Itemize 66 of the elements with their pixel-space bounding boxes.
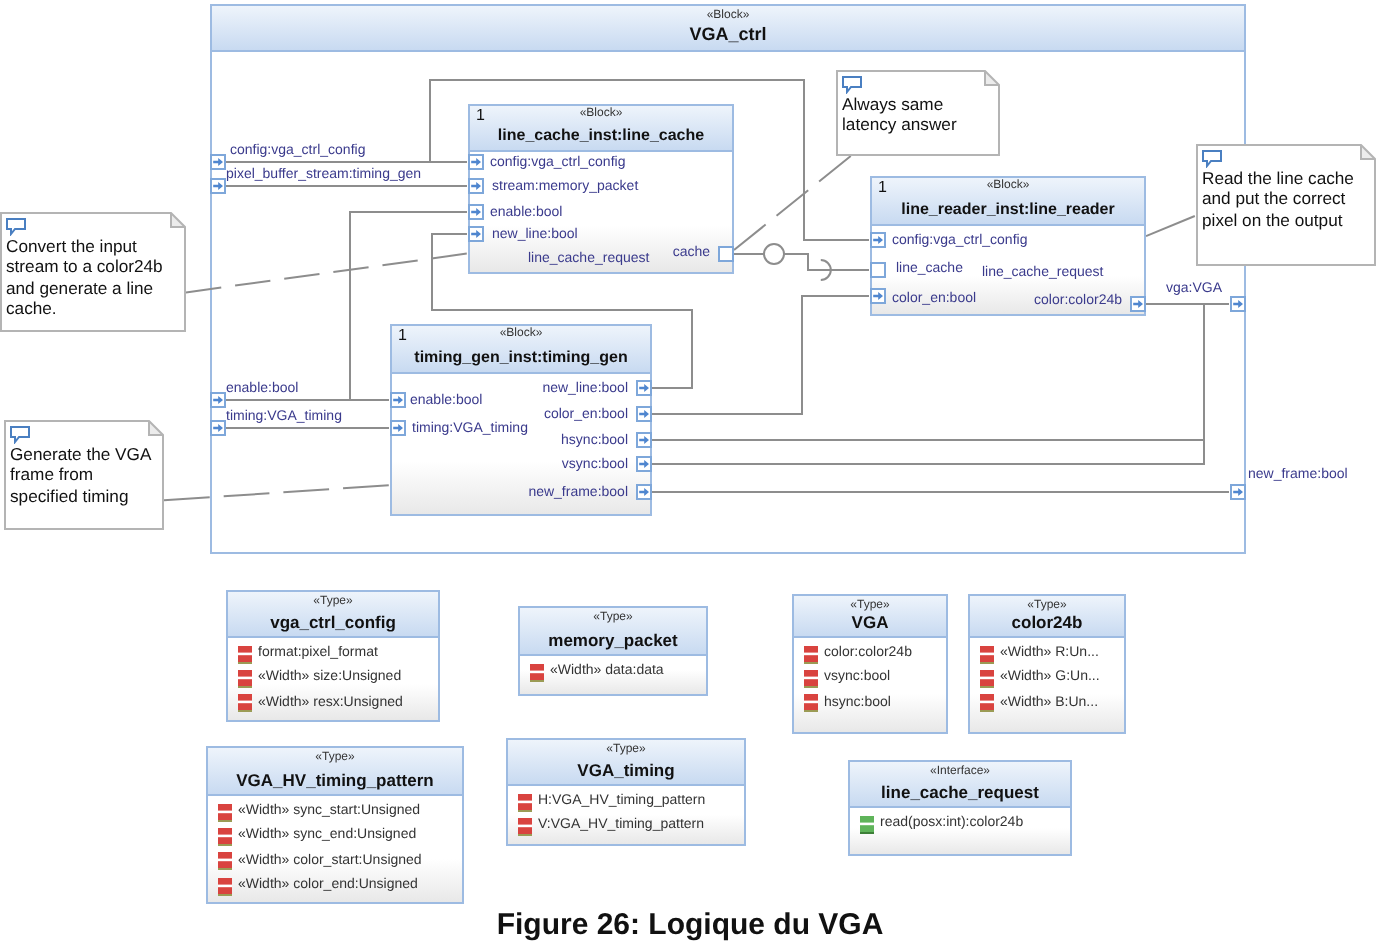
ball-and-socket-connector: [733, 243, 870, 281]
multiplicity-label: 1: [398, 328, 407, 346]
note: [4, 420, 164, 530]
note-anchor-line: [163, 484, 390, 502]
block-name: VGA: [851, 613, 889, 632]
note-text: Read the line cache and put the correct pixel on the output: [1202, 168, 1356, 231]
figure-caption: Figure 26: Logique du VGA: [496, 908, 884, 944]
port-icon: [870, 262, 886, 278]
type-block: [968, 594, 1126, 734]
flow-port-icon: [636, 456, 652, 472]
type-block: [206, 746, 464, 904]
connector-line: [225, 185, 468, 187]
flow-port-icon: [468, 178, 484, 194]
block-name: memory_packet: [548, 631, 678, 650]
flow-port-icon: [210, 178, 226, 194]
flow-port-icon: [468, 226, 484, 242]
flow-port-icon: [1230, 484, 1246, 500]
block-name: VGA_HV_timing_pattern: [236, 771, 434, 790]
note-anchor-line: [1145, 215, 1196, 238]
block-name: vga_ctrl_config: [270, 613, 396, 632]
flow-port-icon: [1130, 296, 1146, 312]
block-name: line_cache_request: [881, 783, 1039, 802]
flow-port-icon: [468, 204, 484, 220]
flow-port-icon: [636, 432, 652, 448]
connector-line: [431, 233, 693, 389]
part-block: [468, 104, 734, 274]
block-name: line_cache_inst:line_cache: [497, 128, 705, 146]
connector-line: [651, 491, 1230, 493]
block-name: VGA_ctrl: [689, 26, 767, 46]
flow-port-icon: [870, 288, 886, 304]
connector-line: [225, 211, 468, 401]
note-text: Always same latency answer: [842, 94, 959, 136]
block-name: timing_gen_inst:timing_gen: [414, 350, 628, 368]
block-name: color24b: [1011, 613, 1083, 632]
multiplicity-label: 1: [476, 108, 485, 126]
type-block: [792, 594, 948, 734]
port-icon: [718, 246, 734, 262]
flow-port-icon: [636, 484, 652, 500]
flow-port-icon: [210, 420, 226, 436]
flow-port-icon: [636, 406, 652, 422]
flow-port-icon: [210, 392, 226, 408]
note-text: Convert the input stream to a color24b and generate a line cache.: [6, 236, 165, 320]
interface-block: [848, 760, 1072, 856]
note: [0, 212, 186, 332]
type-block: [226, 590, 440, 722]
flow-port-icon: [210, 154, 226, 170]
flow-port-icon: [390, 392, 406, 408]
flow-port-icon: [870, 232, 886, 248]
note: [836, 70, 1000, 156]
flow-port-icon: [468, 154, 484, 170]
flow-port-icon: [636, 380, 652, 396]
part-block: [390, 324, 652, 516]
note-anchor-line: [733, 155, 852, 251]
note-text: Generate the VGA frame from specified timing: [10, 444, 154, 507]
flow-port-icon: [1230, 296, 1246, 312]
block-name: VGA_timing: [577, 761, 675, 780]
note: [1196, 144, 1376, 266]
part-block: [870, 176, 1146, 316]
flow-port-icon: [390, 420, 406, 436]
type-block: [518, 606, 708, 696]
connector-line: [651, 295, 870, 415]
connector-line: [225, 427, 390, 429]
block-name: line_reader_inst:line_reader: [901, 202, 1115, 220]
multiplicity-label: 1: [878, 180, 887, 198]
type-block: [506, 738, 746, 846]
note-anchor-line: [185, 252, 468, 294]
